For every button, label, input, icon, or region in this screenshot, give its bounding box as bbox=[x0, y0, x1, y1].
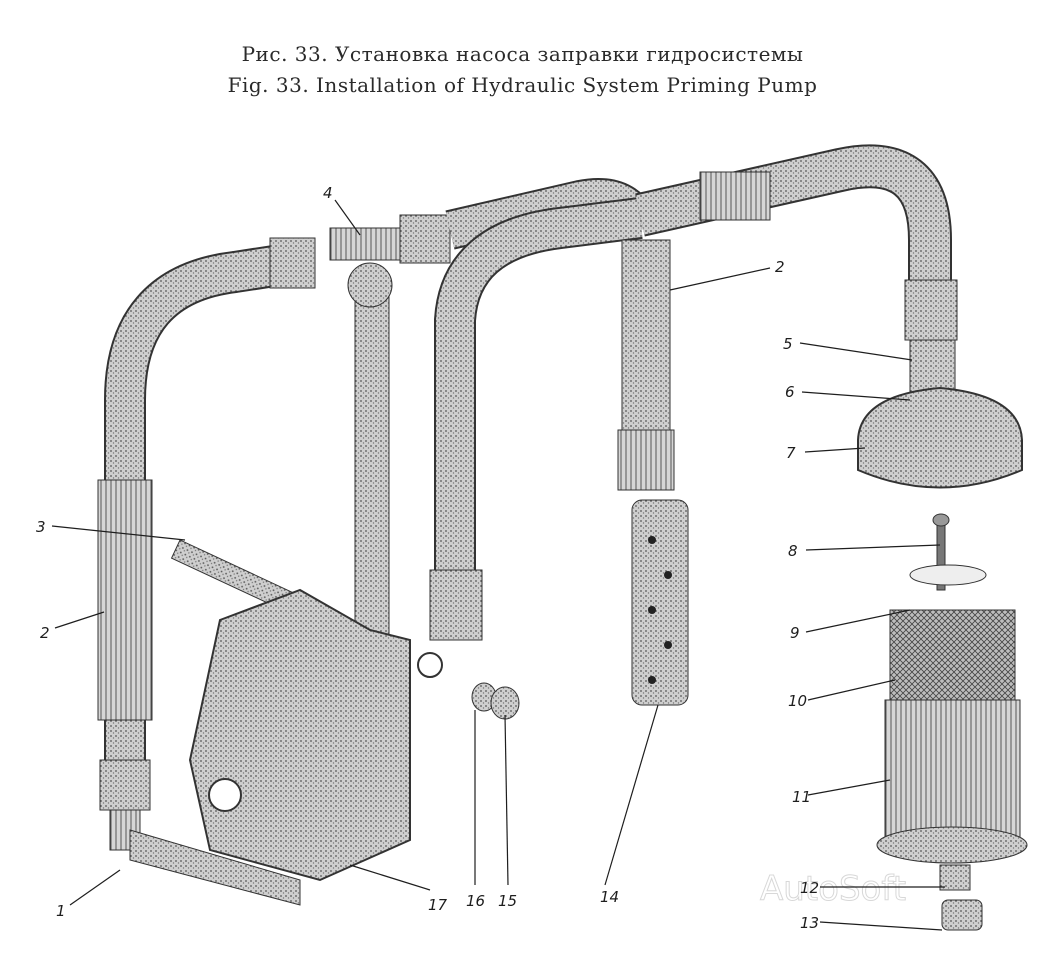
callout-14: 14 bbox=[600, 888, 619, 906]
callout-15: 15 bbox=[498, 892, 517, 910]
figure-title-ru: Рис. 33. Установка насоса заправки гидро… bbox=[241, 42, 804, 66]
suction-pipe bbox=[617, 239, 689, 706]
callout-17: 17 bbox=[428, 896, 448, 914]
pump-body-17 bbox=[129, 262, 443, 906]
callout-2-right: 2 bbox=[775, 258, 785, 276]
callout-10: 10 bbox=[788, 692, 807, 710]
filter-assembly bbox=[857, 339, 1028, 931]
callout-7: 7 bbox=[786, 444, 796, 462]
callout-4: 4 bbox=[323, 184, 333, 202]
callout-9: 9 bbox=[790, 624, 800, 642]
figure-title-en: Fig. 33. Installation of Hydraulic Syste… bbox=[227, 73, 818, 97]
callout-8: 8 bbox=[788, 542, 798, 560]
strainer-14 bbox=[631, 499, 689, 706]
pump-handle bbox=[354, 289, 390, 651]
center-return-hose bbox=[429, 197, 643, 641]
plug-12 bbox=[939, 864, 971, 891]
left-hose bbox=[97, 241, 304, 851]
callout-12: 12 bbox=[800, 879, 819, 897]
filter-cover-7 bbox=[857, 386, 1023, 489]
watermark: AutoSoft bbox=[760, 869, 906, 909]
filter-housing-11 bbox=[884, 699, 1021, 846]
nuts-15-16 bbox=[471, 682, 520, 720]
callout-13: 13 bbox=[800, 914, 819, 932]
callout-5: 5 bbox=[783, 335, 793, 353]
callout-16: 16 bbox=[466, 892, 485, 910]
callout-6: 6 bbox=[785, 383, 795, 401]
callout-11: 11 bbox=[792, 788, 811, 806]
callout-3: 3 bbox=[36, 518, 46, 536]
leader-lines bbox=[51, 199, 945, 931]
fitting-4 bbox=[269, 214, 451, 289]
callout-1: 1 bbox=[56, 902, 66, 920]
plug-13 bbox=[941, 899, 983, 931]
right-hose bbox=[635, 144, 958, 341]
callout-2-left: 2 bbox=[40, 624, 50, 642]
